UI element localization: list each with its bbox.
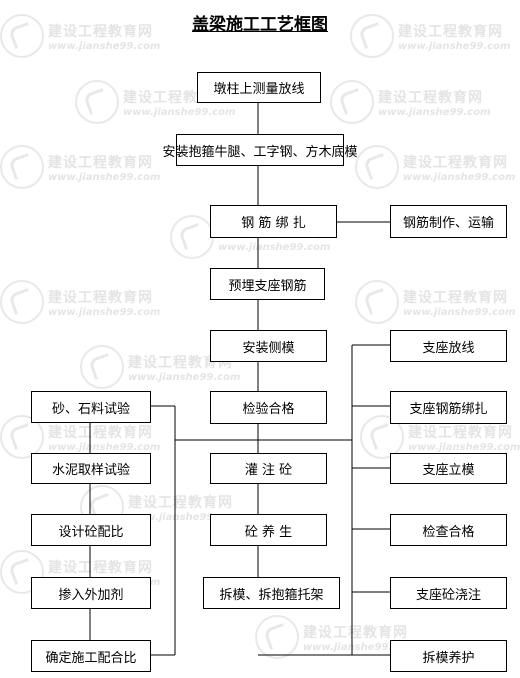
step-remove-formwork-cure: 拆模养护 <box>390 640 507 672</box>
step-bearing-layout: 支座放线 <box>390 330 507 362</box>
step-inspection-passed: 检验合格 <box>210 391 327 424</box>
step-pier-survey: 墩柱上测量放线 <box>197 72 321 103</box>
step-add-admixture: 掺入外加剂 <box>31 577 151 609</box>
step-construction-mix-ratio: 确定施工配合比 <box>31 640 151 672</box>
step-remove-formwork: 拆模、拆抱箍托架 <box>203 577 340 609</box>
step-install-side-formwork: 安装侧模 <box>210 330 327 362</box>
step-rebar-binding: 钢 筋 绑 扎 <box>210 205 337 238</box>
step-check-passed: 检查合格 <box>390 514 507 546</box>
step-install-bottom-formwork: 安装抱箍牛腿、工字钢、方木底模 <box>163 134 358 166</box>
step-bearing-rebar: 支座钢筋绑扎 <box>390 391 507 424</box>
step-concrete-curing: 砼 养 生 <box>210 514 327 546</box>
step-mix-design: 设计砼配比 <box>31 514 151 546</box>
step-cement-sampling: 水泥取样试验 <box>31 453 151 484</box>
step-bearing-formwork: 支座立模 <box>390 453 507 484</box>
diagram-title: 盖梁施工工艺框图 <box>192 15 328 35</box>
step-pour-concrete: 灌 注 砼 <box>210 453 327 484</box>
step-rebar-fabrication: 钢筋制作、运输 <box>390 205 507 238</box>
step-embed-bearing-rebar: 预埋支座钢筋 <box>210 268 325 300</box>
step-aggregate-test: 砂、石料试验 <box>31 391 151 423</box>
step-bearing-concrete-pour: 支座砼浇注 <box>390 577 507 609</box>
